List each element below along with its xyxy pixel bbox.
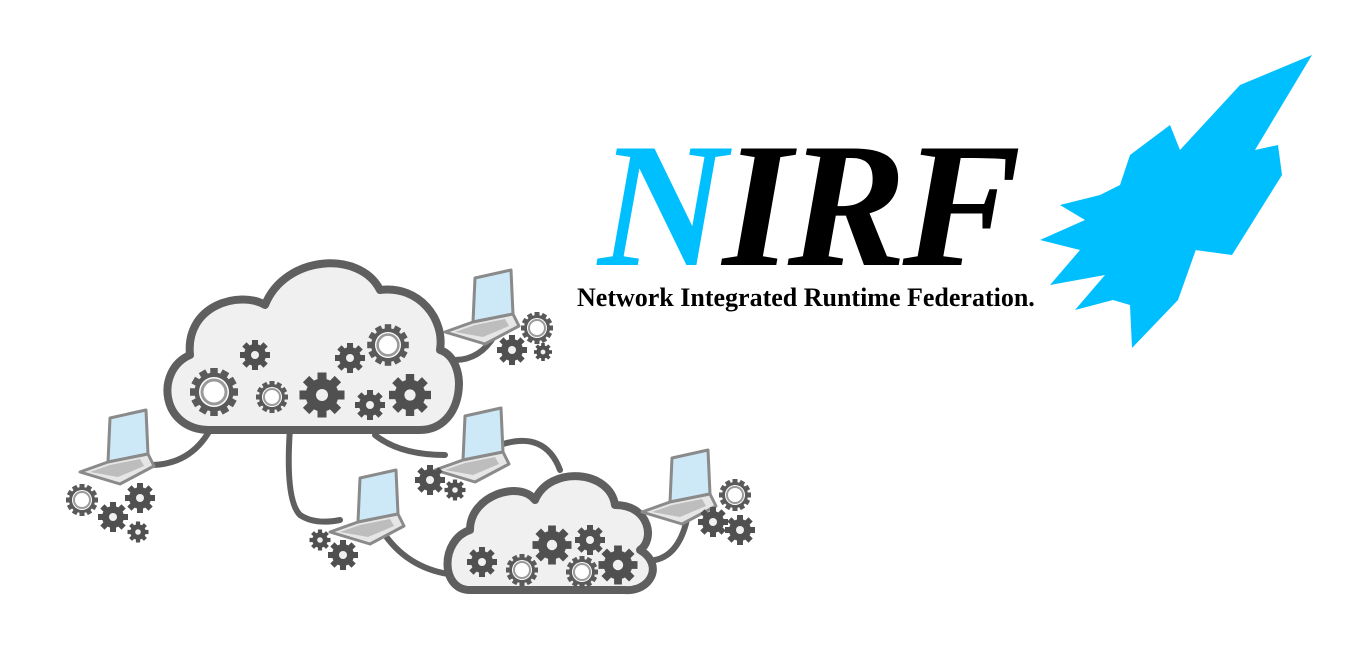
connection-cables	[147, 332, 691, 578]
cloud-icon	[443, 472, 657, 595]
cloud-icon	[163, 259, 463, 434]
logo-wordmark: NIRF	[598, 116, 1021, 294]
logo-tagline: Network Integrated Runtime Federation.	[577, 283, 1035, 312]
laptop-icon	[443, 268, 521, 346]
laptop-icon	[328, 468, 406, 546]
laptop-icon	[78, 408, 156, 486]
logo-letters-rest: IRF	[722, 106, 1022, 304]
logo-letter-first: N	[598, 106, 727, 304]
lightning-bolt-icon	[1040, 55, 1312, 348]
